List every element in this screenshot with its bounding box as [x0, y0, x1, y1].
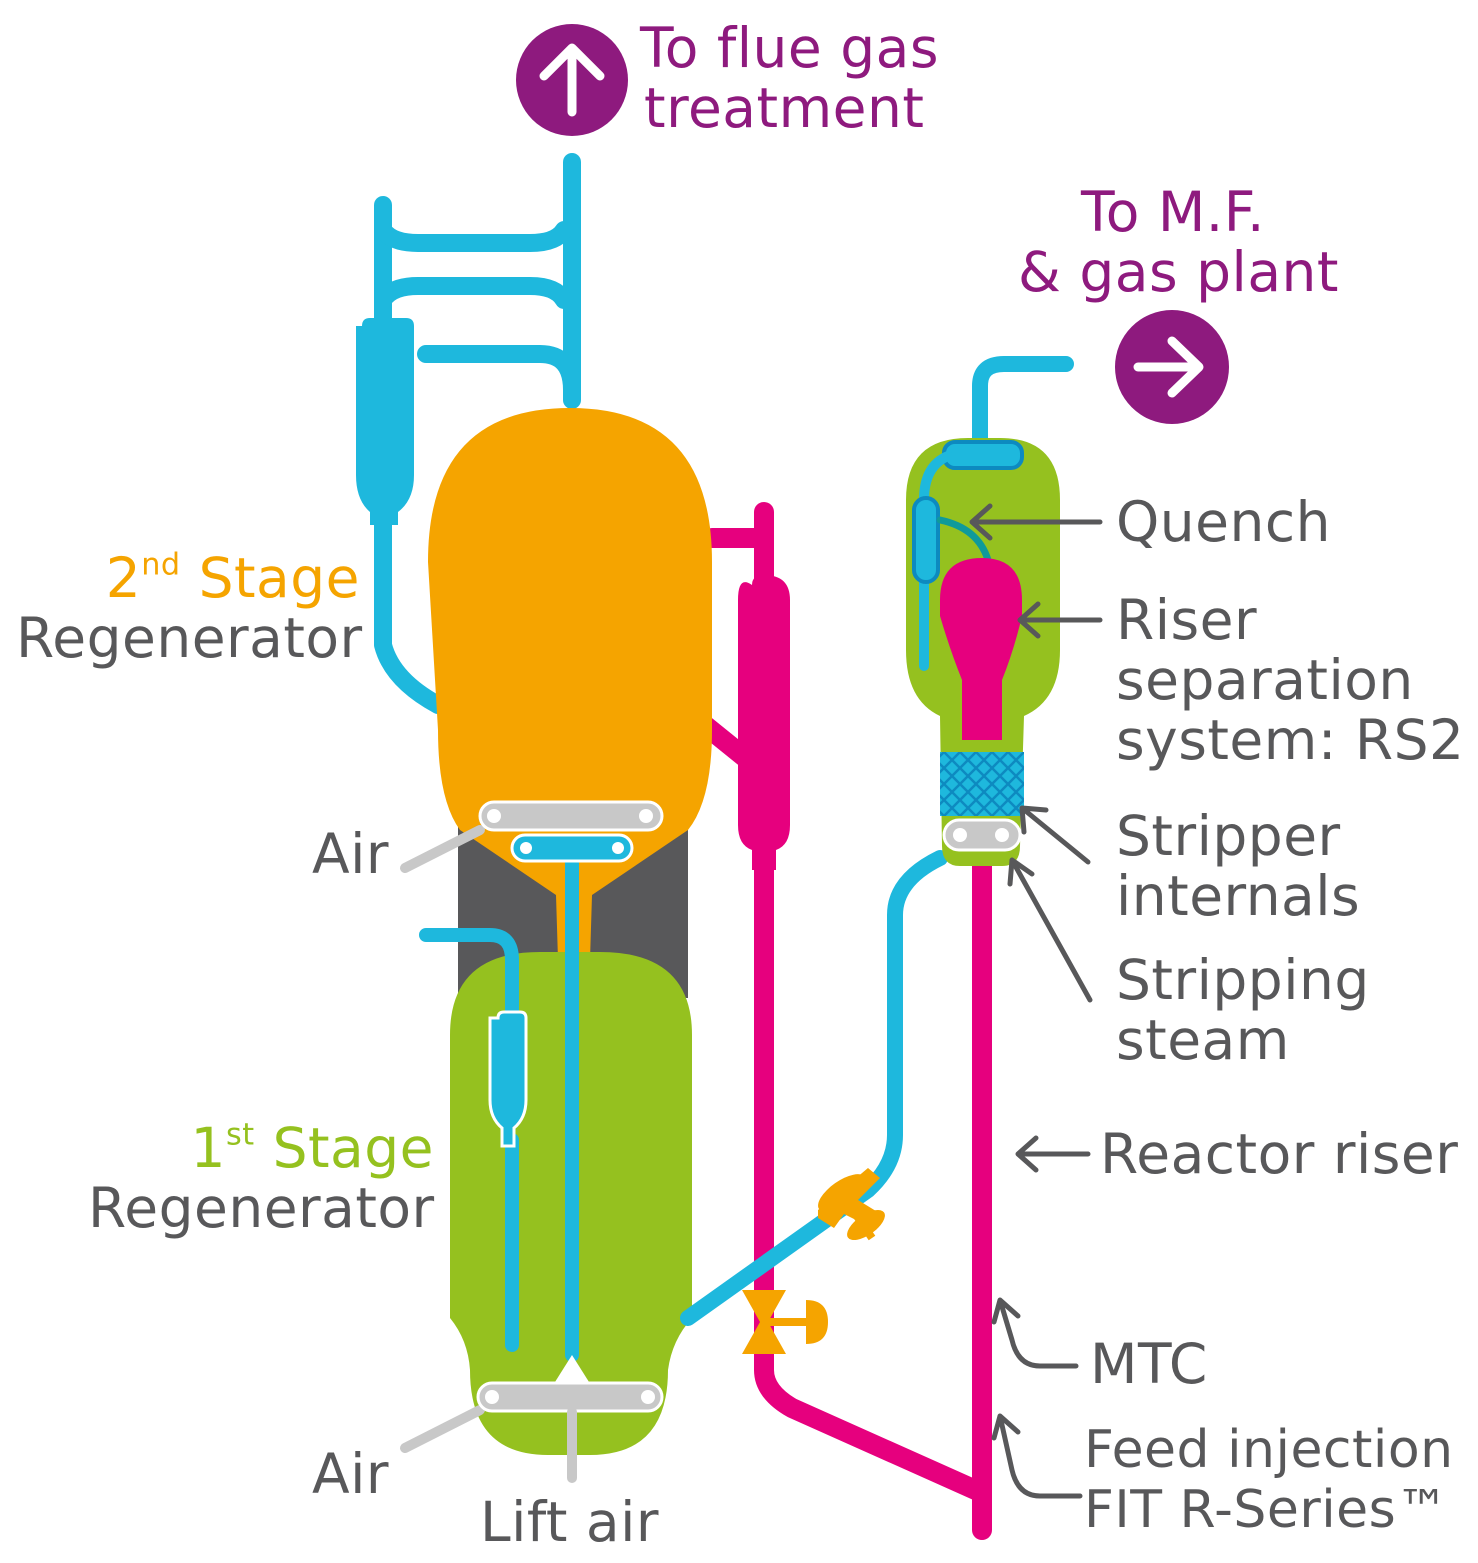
first-stage-num: 1: [190, 1116, 226, 1180]
reactor-riser-label: Reactor riser: [1100, 1122, 1459, 1186]
mtc-label: MTC: [1090, 1332, 1208, 1396]
stripper-internals-mesh: [940, 752, 1024, 816]
second-stage-regenerator-label: 2nd Stage Regenerator: [16, 548, 363, 670]
flue-gas-piping: [374, 153, 581, 714]
riser-separation-line2: separation: [1116, 648, 1414, 712]
flue-gas-outlet-label: To flue gas treatment: [640, 18, 939, 138]
stripper-internals-label: Stripper internals: [1116, 806, 1360, 926]
quench-teal-line: [936, 516, 992, 564]
callout-arrows: [969, 503, 1103, 1499]
quench-label: Quench: [1116, 490, 1331, 554]
first-stage-name: Regenerator: [88, 1176, 435, 1240]
stripping-steam-label: Stripping steam: [1116, 950, 1370, 1070]
second-stage-num: 2: [105, 546, 142, 610]
first-stage-word: Stage: [272, 1116, 434, 1180]
regenerator-internals: [419, 843, 579, 1362]
feed-injection-label: Feed injection FIT R-Series™: [1084, 1420, 1454, 1540]
quench-cyclone: [912, 496, 940, 584]
riser-separation-line3: system: RS2: [1116, 708, 1465, 772]
flue-gas-line1: To flue gas: [640, 16, 939, 80]
stripper-nozzle: [995, 828, 1009, 842]
upper-air-label: Air: [312, 822, 390, 886]
arrow-right-icon: [1115, 310, 1229, 424]
cyclone-body: [356, 318, 414, 525]
first-stage-regenerator-label: 1st Stage Regenerator: [88, 1118, 434, 1238]
first-stage-cyclone: [488, 1010, 528, 1148]
quench-header: [942, 440, 1024, 470]
stripper-internals-line2: internals: [1116, 864, 1361, 928]
stripper-nozzle: [953, 828, 967, 842]
second-stage-word: Stage: [198, 546, 360, 610]
slide-valve-lower: [742, 1290, 828, 1354]
stripper-internals-line1: Stripper: [1116, 804, 1341, 868]
lift-air-label: Lift air: [480, 1490, 659, 1554]
mf-line2: & gas plant: [1018, 240, 1339, 304]
first-stage-sup: st: [225, 1117, 255, 1153]
slide-valve-upper: [818, 1168, 885, 1241]
mf-gas-plant-outlet-label: To M.F. & gas plant: [1018, 180, 1339, 304]
lower-air-label: Air: [312, 1442, 390, 1506]
rs2-separator: [940, 558, 1022, 740]
air-distributors: [400, 800, 664, 1483]
stripping-steam-line2: steam: [1116, 1008, 1290, 1072]
standpipe-hopper: [738, 575, 790, 870]
stripping-steam-line1: Stripping: [1116, 948, 1370, 1012]
mf-line1: To M.F.: [1080, 180, 1266, 244]
flue-gas-line2: treatment: [644, 76, 925, 140]
stripper-base: [942, 818, 1022, 852]
second-stage-sup: nd: [141, 547, 181, 583]
feed-injection-line2: FIT R-Series™: [1084, 1480, 1449, 1540]
second-stage-title: 2nd Stage: [16, 548, 360, 608]
feed-injection-line1: Feed injection: [1084, 1420, 1454, 1480]
second-stage-name: Regenerator: [16, 606, 363, 670]
first-stage-title: 1st Stage: [88, 1118, 434, 1178]
riser-separation-line1: Riser: [1116, 588, 1258, 652]
arrow-up-icon: [516, 24, 628, 136]
riser-separation-label: Riser separation system: RS2: [1116, 590, 1464, 770]
